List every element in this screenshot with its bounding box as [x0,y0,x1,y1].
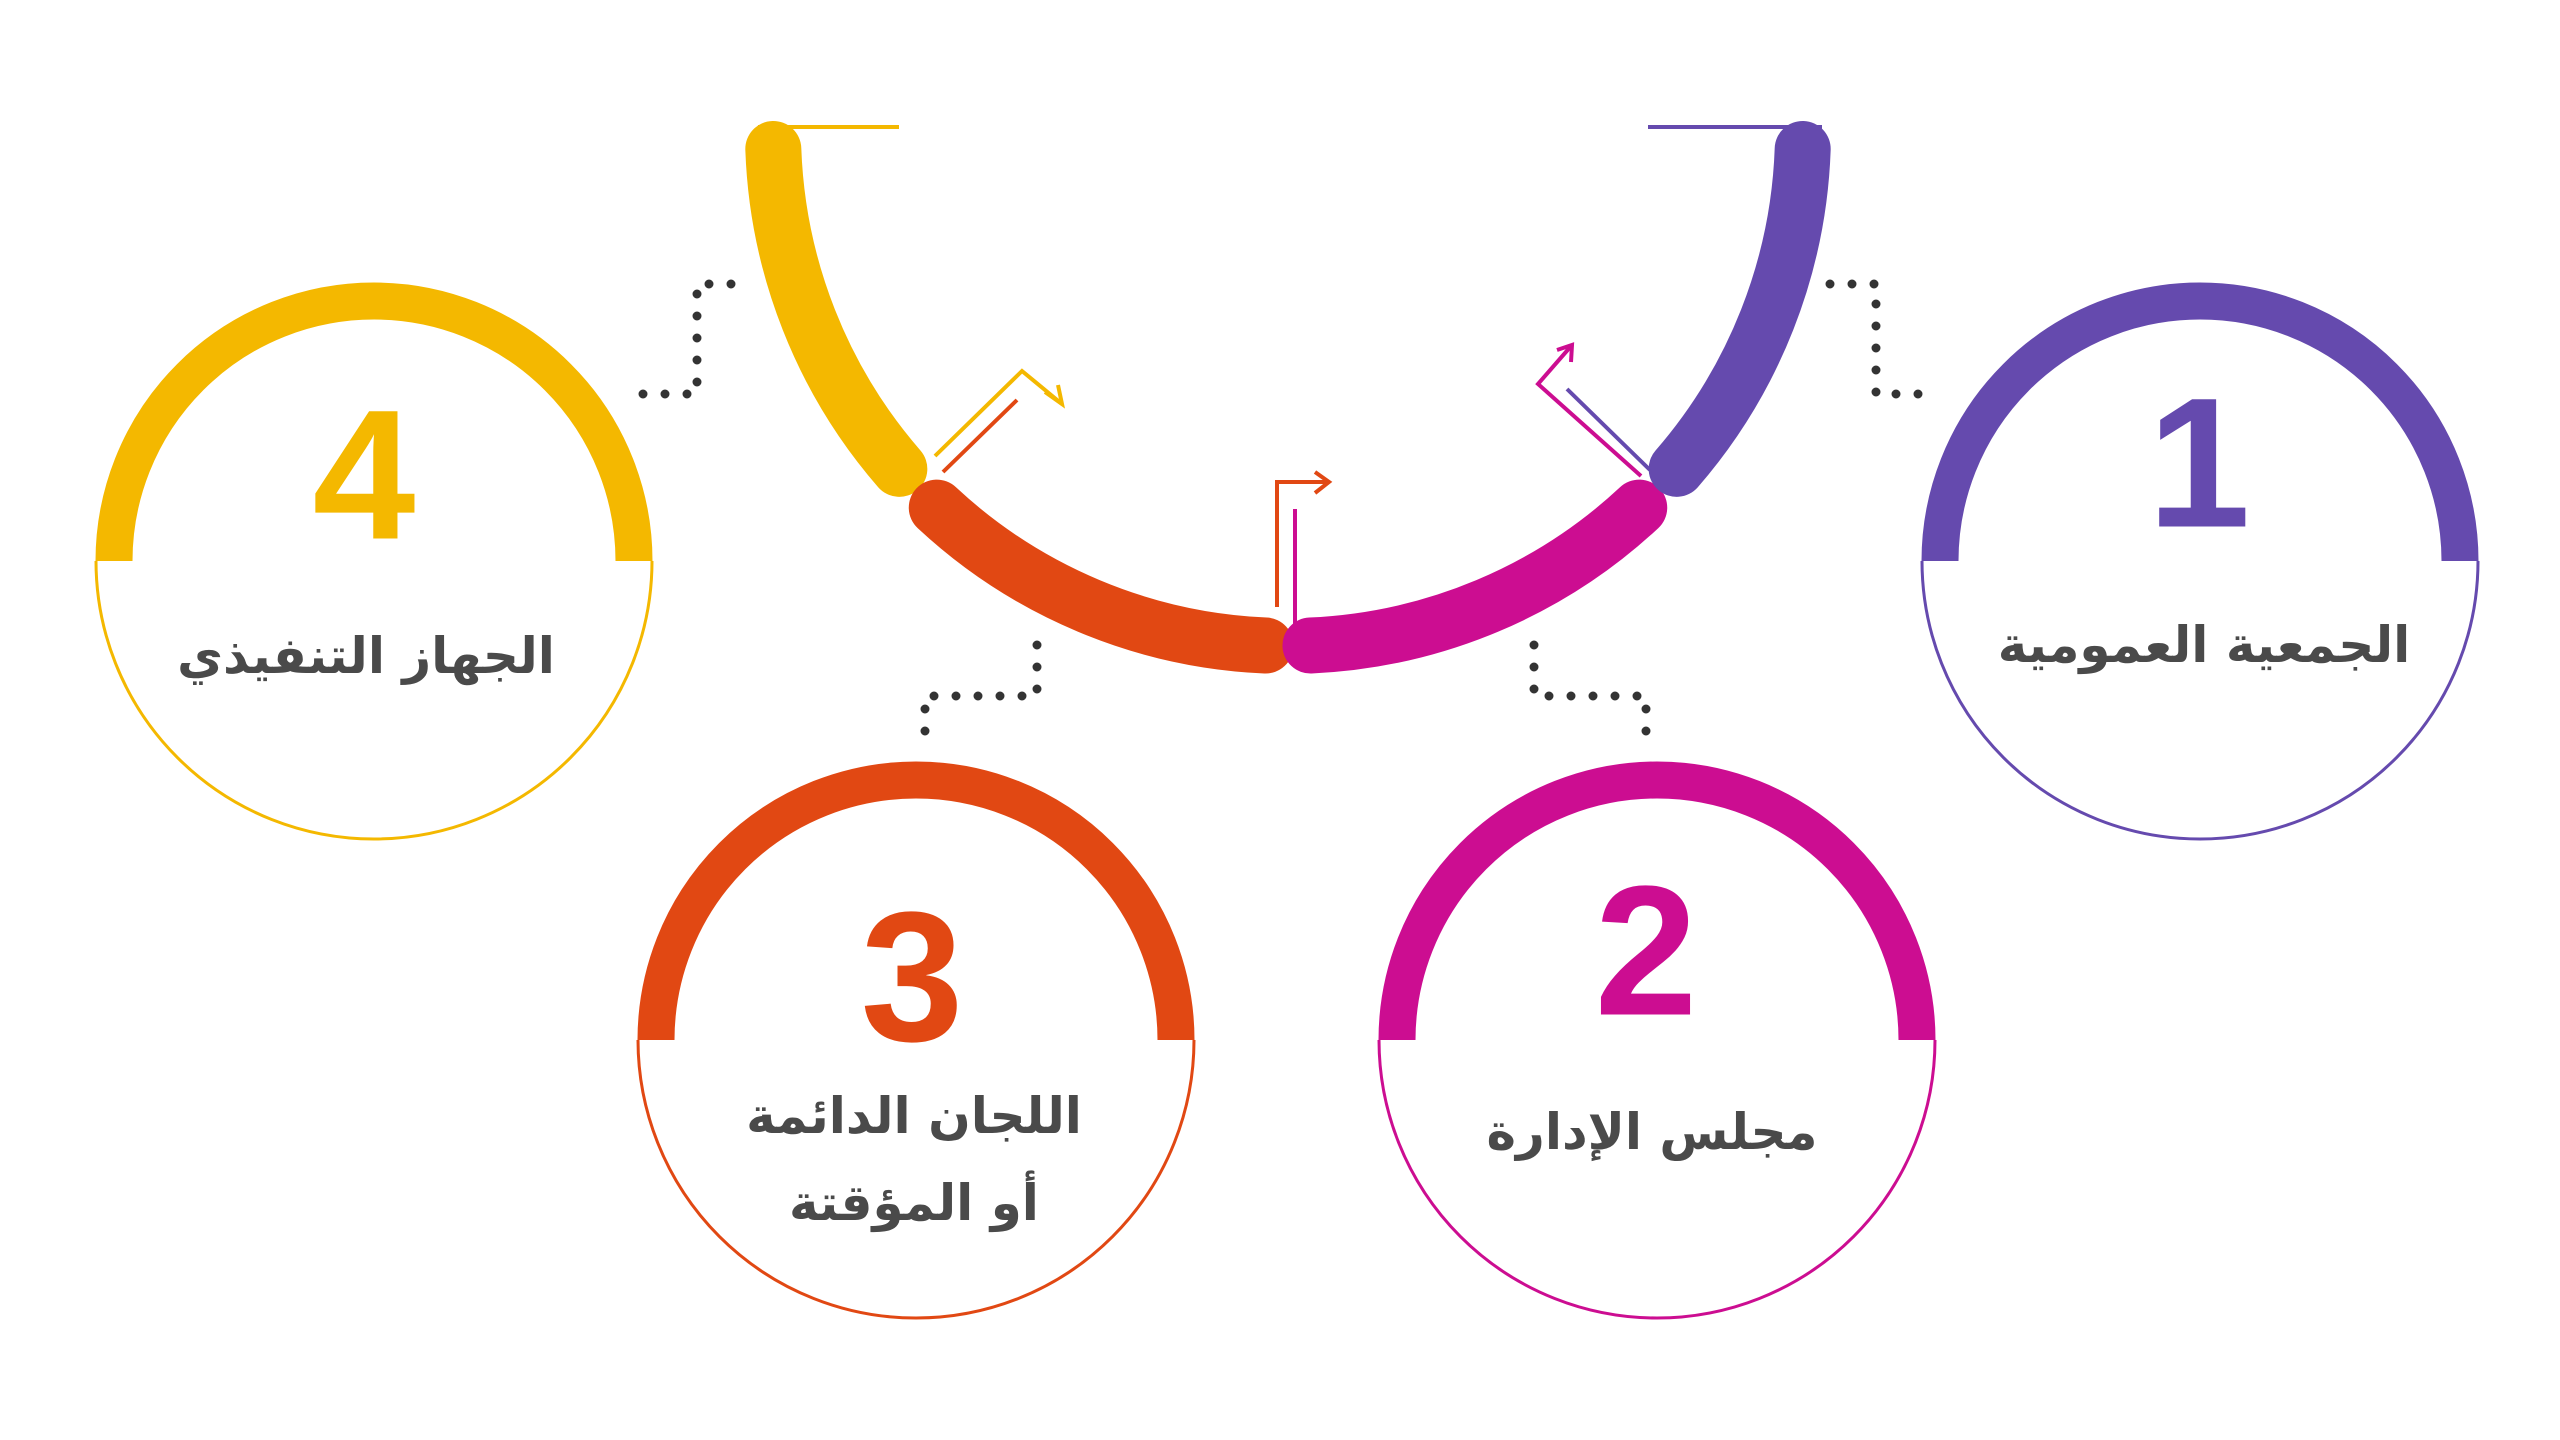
step-4-label: الجهاز التنفيذي [177,627,555,685]
connector-3-dots [920,640,1042,747]
arc-segment-2 [1282,479,1668,674]
arrow-2-head-icon [1556,342,1575,363]
step-2-circle-outline [1377,1039,1937,1320]
arc-segment-4 [745,120,928,497]
step-3-label-line1: اللجان الدائمة [746,1087,1082,1145]
arrow-3-head-icon [1313,470,1333,495]
connector-1-dots [1825,279,1937,399]
line-3 [941,398,1019,474]
step-3-number: 3 [860,874,964,1081]
step-2-label: مجلس الإدارة [1486,1103,1818,1161]
line-1 [1565,387,1652,472]
step-3-circle-band [637,761,1195,1041]
step-1-label: الجمعية العمومية [1997,616,2411,674]
arrow-2-line [1535,343,1643,478]
step-2-circle-band [1378,761,1936,1041]
arrow-4-line [933,368,1064,458]
step-4-circle-band [95,282,653,562]
step-1-number: 1 [2147,360,2251,567]
arrow-4-head-icon [1043,384,1066,409]
step-2-number: 2 [1594,848,1698,1055]
arrow-3-line [1275,480,1329,607]
step-3-label-line2: أو المؤقتة [789,1174,1039,1232]
step-4-circle-outline [94,560,654,841]
step-3-circle-outline [636,1039,1196,1320]
connector-2-dots [1529,640,1651,747]
step-4-number: 4 [312,372,416,579]
step-1-circle-outline [1920,560,2480,841]
arc-segment-1 [1648,120,1831,497]
connector-4-dots [638,279,752,399]
arc-segment-3 [908,479,1294,674]
step-1-circle-band [1921,282,2479,562]
